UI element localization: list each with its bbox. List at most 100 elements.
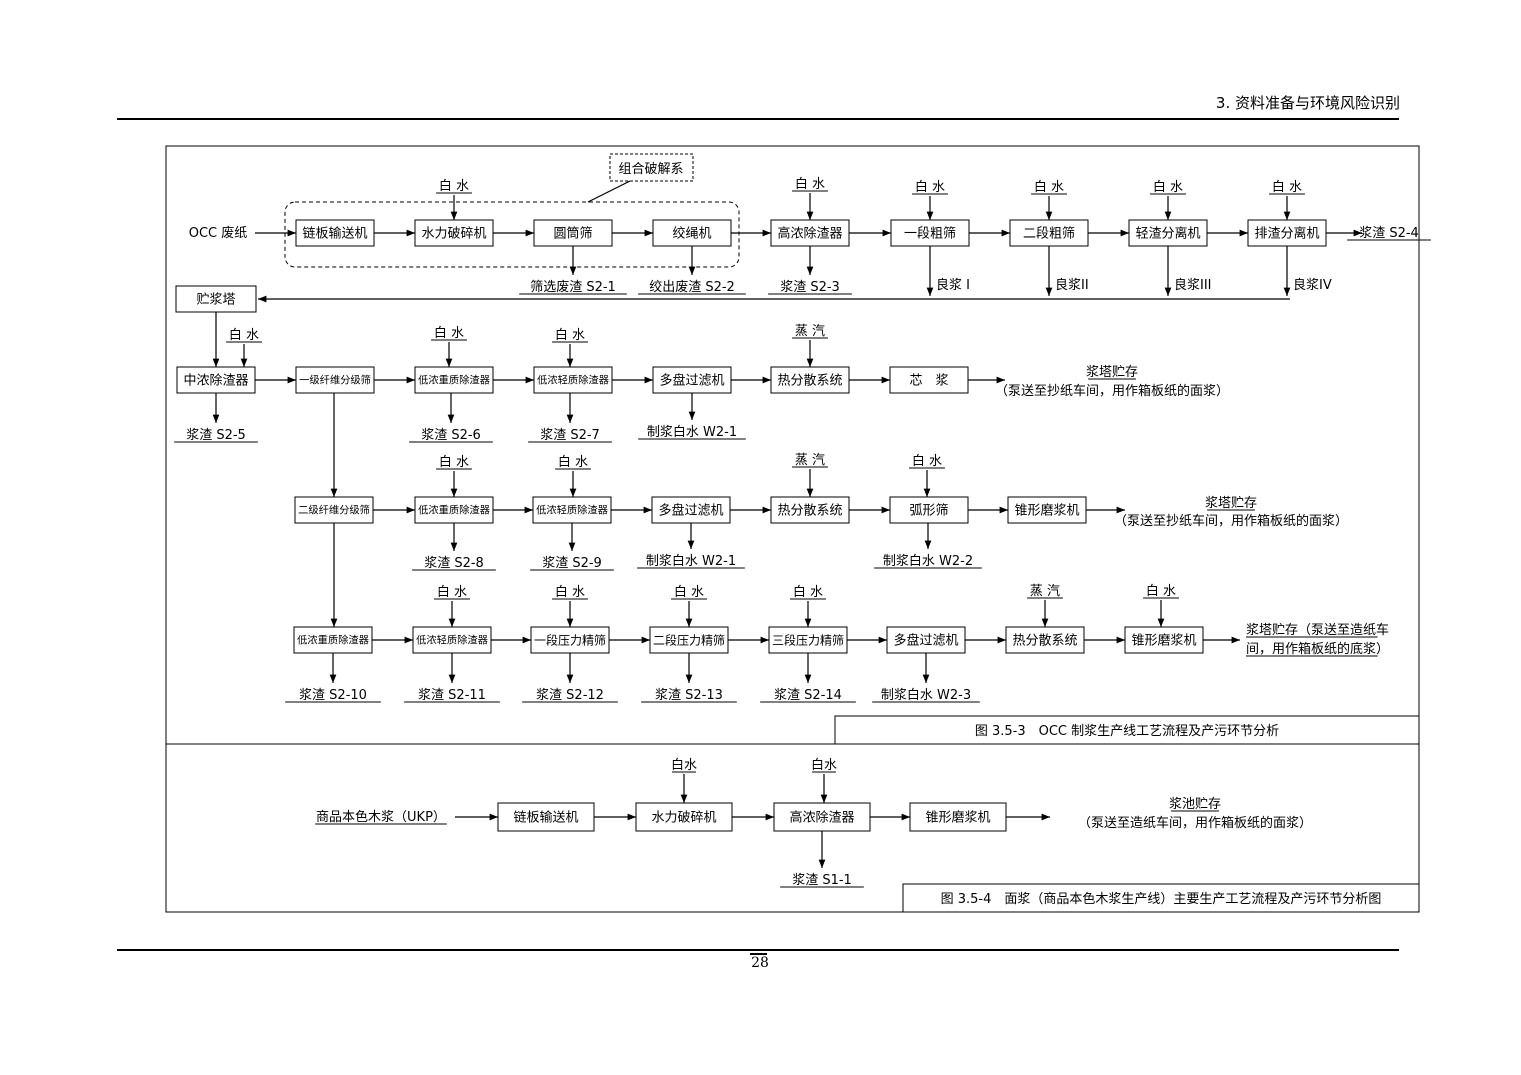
- page-number: 28: [751, 955, 769, 971]
- row4-equipment-6-box: [1005, 626, 1085, 654]
- row3-water-2: 白 水: [912, 453, 942, 469]
- row2-equipment-5-label: 热分散系统: [777, 374, 842, 389]
- row3-equipment-3-box: [651, 496, 731, 524]
- row4-residue-0: 浆渣 S2-10: [299, 688, 367, 703]
- figure2-frame: [165, 743, 1420, 913]
- figure2-caption: 图 3.5-4 面浆（商品本色木浆生产线）主要生产工艺流程及产污环节分析图: [941, 891, 1382, 907]
- row2-water-0: 白 水: [229, 327, 259, 343]
- row2-equipment-6-label: 芯 浆: [909, 374, 948, 389]
- row2-equipment-2-box: [414, 366, 494, 394]
- row3-equipment-3-label: 多盘过滤机: [658, 503, 723, 519]
- fig2-equipment-3-box: [909, 802, 1007, 832]
- fig2-equipment-2-label: 高浓除渣器: [789, 810, 854, 826]
- row1-equipment-4-label: 高浓除渣器: [777, 226, 842, 242]
- row3-whitewater-0: 制浆白水 W2-1: [646, 553, 736, 569]
- row3-equipment-1-box: [414, 496, 494, 524]
- row3-equipment-1-label: 低浓重质除渣器: [418, 504, 490, 517]
- header-rule: [117, 118, 1399, 120]
- row4-equipment-1-box: [412, 626, 492, 654]
- row2-water-1: 白 水: [434, 325, 464, 341]
- group-label-box: [609, 153, 694, 182]
- row4-residue-4: 浆渣 S2-14: [774, 688, 842, 703]
- row3-dest-1: （泵送至抄纸车间，用作箱板纸的面浆）: [1114, 513, 1348, 529]
- row1-equipment-5-box: [890, 219, 970, 247]
- good-pulp-label-0: 良浆 I: [936, 277, 970, 293]
- row2-equipment-3-label: 低浓轻质除渣器: [537, 374, 609, 387]
- row1-residue-3: 浆渣 S2-4: [1359, 226, 1419, 241]
- row1-residue-2: 浆渣 S2-3: [780, 280, 840, 295]
- row3-water-1: 白 水: [558, 454, 588, 470]
- row3-water-0: 白 水: [439, 454, 469, 470]
- row1-equipment-1-box: [414, 219, 494, 247]
- row1-equipment-4-box: [770, 219, 850, 247]
- row3-equipment-4-label: 热分散系统: [777, 504, 842, 519]
- row1-equipment-0-label: 链板输送机: [302, 226, 367, 242]
- row4-residue-3: 浆渣 S2-13: [655, 688, 723, 703]
- row4-dest-1: 间，用作箱板纸的底浆）: [1246, 641, 1389, 657]
- row2-equipment-1-label: 一级纤维分级筛: [299, 374, 371, 387]
- row2-equipment-6-box: [889, 366, 969, 394]
- row4-water-0: 白 水: [437, 584, 467, 600]
- occ-input-label: OCC 废纸: [189, 225, 248, 241]
- row4-equipment-1-label: 低浓轻质除渣器: [416, 634, 488, 647]
- fig2-water-1: 白水: [811, 757, 837, 773]
- row1-equipment-3-label: 绞绳机: [672, 226, 711, 242]
- row1-equipment-7-box: [1128, 219, 1208, 247]
- row1-equipment-2-box: [533, 219, 613, 247]
- row4-equipment-3-label: 二段压力精筛: [653, 632, 725, 647]
- row1-equipment-5-label: 一段粗筛: [904, 227, 956, 242]
- row4-water-4: 白 水: [1146, 583, 1176, 599]
- figure1-caption-box: [834, 715, 1420, 745]
- row2-equipment-0-box: [176, 366, 256, 394]
- row1-equipment-7-label: 轻渣分离机: [1135, 226, 1200, 242]
- row2-residue-2: 浆渣 S2-7: [540, 428, 600, 443]
- group-pointer: [587, 180, 631, 203]
- row4-equipment-7-box: [1124, 626, 1204, 654]
- row3-equipment-4-box: [770, 496, 850, 524]
- row1-equipment-2-label: 圆筒筛: [553, 226, 592, 242]
- row3-residue-0: 浆渣 S2-8: [424, 556, 484, 571]
- row1-water-1: 白 水: [795, 176, 825, 192]
- row2-water-2: 白 水: [555, 327, 585, 343]
- fig2-equipment-1-label: 水力破碎机: [651, 811, 716, 826]
- row4-equipment-5-box: [886, 626, 966, 654]
- fig2-equipment-0-label: 链板输送机: [513, 810, 578, 826]
- combined-pulping-group: [284, 201, 740, 268]
- row1-equipment-3-box: [652, 219, 732, 247]
- row4-water-1: 白 水: [555, 584, 585, 600]
- row4-equipment-0-label: 低浓重质除渣器: [297, 634, 369, 647]
- row3-equipment-0-box: [294, 496, 374, 524]
- storage-tower-box: [175, 285, 257, 313]
- row1-water-2: 白 水: [915, 179, 945, 195]
- row4-equipment-4-box: [768, 626, 848, 654]
- row2-steam-0: 蒸 汽: [795, 324, 825, 339]
- row3-equipment-2-label: 低浓轻质除渣器: [536, 504, 608, 517]
- row2-residue-1: 浆渣 S2-6: [421, 428, 481, 443]
- row2-residue-0: 浆渣 S2-5: [186, 428, 246, 443]
- row1-residue-1: 绞出废渣 S2-2: [649, 279, 735, 295]
- row2-equipment-0-label: 中浓除渣器: [183, 374, 248, 389]
- row4-steam-0: 蒸 汽: [1030, 584, 1060, 599]
- row1-residue-0: 筛选废渣 S2-1: [530, 279, 616, 295]
- fig2-residue-0: 浆渣 S1-1: [792, 873, 852, 888]
- fig2-equipment-0-box: [497, 802, 595, 832]
- row2-equipment-3-box: [533, 366, 613, 394]
- row2-equipment-5-box: [770, 366, 850, 394]
- row2-dest-0: 浆塔贮存: [1086, 365, 1138, 380]
- row1-water-4: 白 水: [1153, 179, 1183, 195]
- row4-equipment-3-box: [649, 626, 729, 654]
- row1-water-3: 白 水: [1034, 179, 1064, 195]
- row4-water-3: 白 水: [793, 584, 823, 600]
- row1-equipment-8-label: 排渣分离机: [1254, 226, 1319, 242]
- good-pulp-label-2: 良浆III: [1174, 277, 1212, 293]
- row4-water-2: 白 水: [674, 584, 704, 600]
- fig2-equipment-1-box: [635, 802, 733, 832]
- row1-equipment-1-label: 水力破碎机: [421, 227, 486, 242]
- fig2-water-0: 白水: [671, 757, 697, 773]
- row4-residue-2: 浆渣 S2-12: [536, 688, 604, 703]
- row4-equipment-7-label: 锥形磨浆机: [1131, 634, 1196, 649]
- row2-equipment-2-label: 低浓重质除渣器: [418, 374, 490, 387]
- group-label: 组合破解系: [618, 162, 683, 177]
- row4-equipment-4-label: 三段压力精筛: [772, 632, 844, 647]
- row3-equipment-6-label: 锥形磨浆机: [1014, 504, 1079, 519]
